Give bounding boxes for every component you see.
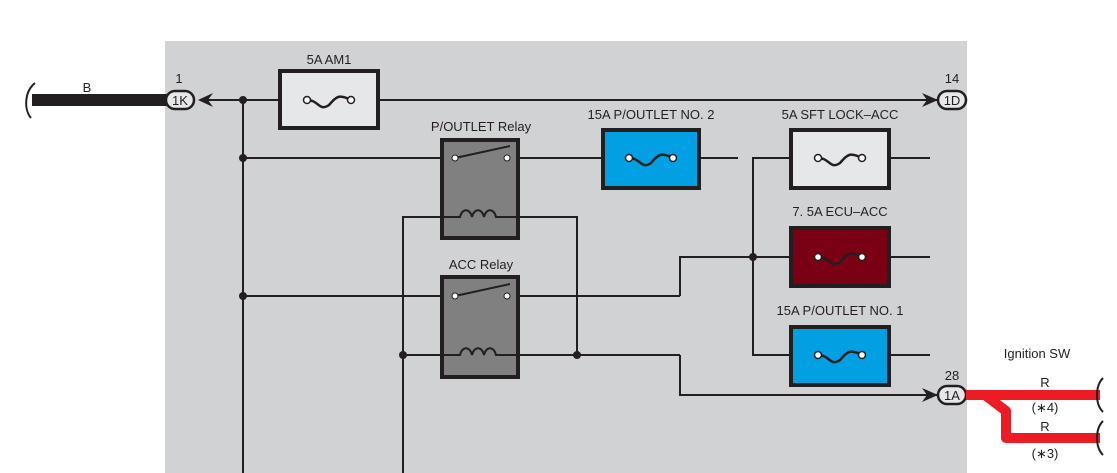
pin-number: 1: [175, 71, 182, 86]
ignition-sw-wires: Ignition SW R (∗4) R (∗3): [966, 346, 1104, 461]
relay-poutlet[interactable]: P/OUTLET Relay: [431, 119, 532, 240]
svg-text:P/OUTLET Relay: P/OUTLET Relay: [431, 119, 532, 134]
svg-text:ACC Relay: ACC Relay: [449, 257, 514, 272]
fuse-ecu-acc[interactable]: 7. 5A ECU–ACC: [789, 204, 891, 288]
connector-1d[interactable]: 1D 14: [922, 71, 968, 111]
fuse-poutlet-no1[interactable]: 15A P/OUTLET NO. 1: [777, 303, 904, 387]
wire-note: (∗4): [1032, 400, 1059, 415]
relay-acc[interactable]: ACC Relay: [440, 257, 520, 379]
fuse-am1[interactable]: 5A AM1: [278, 52, 380, 130]
wire-note: (∗3): [1032, 446, 1059, 461]
svg-text:15A P/OUTLET NO. 1: 15A P/OUTLET NO. 1: [777, 303, 904, 318]
fuse-sft-lock-acc[interactable]: 5A SFT LOCK–ACC: [782, 107, 899, 190]
ignition-sw-title: Ignition SW: [1004, 346, 1071, 361]
svg-text:1K: 1K: [172, 93, 188, 108]
splice-dots: [239, 96, 757, 359]
pin-number: 14: [945, 71, 959, 86]
svg-text:1A: 1A: [944, 388, 960, 403]
wire-color-label: R: [1040, 419, 1049, 434]
connector-1k[interactable]: 1K 1: [164, 71, 213, 111]
wire-b: B: [25, 80, 168, 119]
wire-color-label: R: [1040, 375, 1049, 390]
svg-text:5A SFT LOCK–ACC: 5A SFT LOCK–ACC: [782, 107, 899, 122]
fuse-poutlet-no2[interactable]: 15A P/OUTLET NO. 2: [588, 107, 715, 190]
pin-number: 28: [945, 368, 959, 383]
connector-1a[interactable]: 1A 28: [922, 368, 968, 406]
svg-text:15A P/OUTLET NO. 2: 15A P/OUTLET NO. 2: [588, 107, 715, 122]
svg-text:1D: 1D: [944, 93, 961, 108]
wire-color-label: B: [83, 80, 92, 95]
svg-text:7. 5A ECU–ACC: 7. 5A ECU–ACC: [792, 204, 887, 219]
svg-text:5A AM1: 5A AM1: [307, 52, 352, 67]
